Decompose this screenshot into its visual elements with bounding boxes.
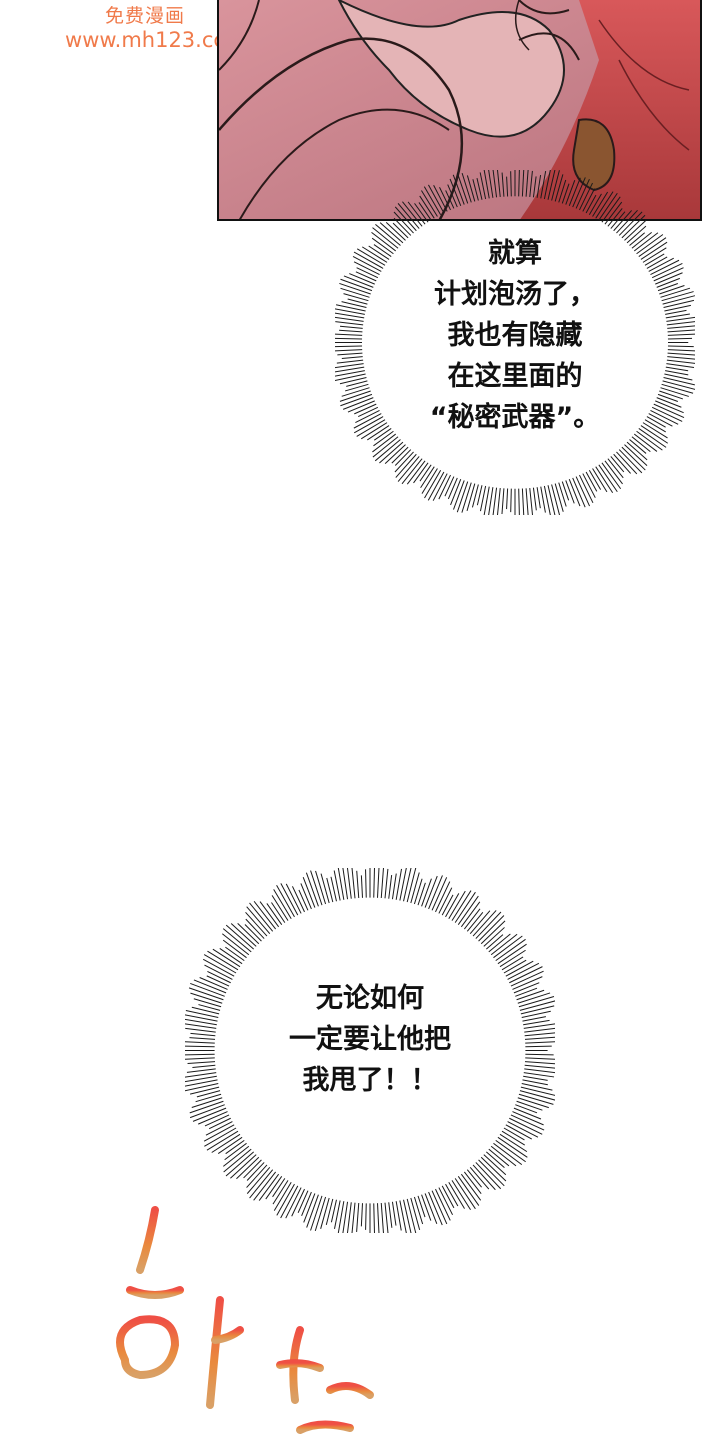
watermark-title: 免费漫画 bbox=[104, 5, 185, 27]
bubble-2-line: 无论如何 bbox=[316, 983, 424, 1014]
speech-bubble-2: 无论如何 一定要让他把 我甩了！！ bbox=[185, 868, 555, 1233]
bubble-1-line: 我也有隐藏 bbox=[447, 320, 583, 351]
panel-artwork bbox=[219, 0, 700, 219]
watermark-url: www.mh123.cc bbox=[65, 27, 225, 52]
bubble-1-line: 计划泡汤了， bbox=[434, 279, 596, 310]
bubble-1-line: 在这里面的 bbox=[447, 361, 583, 392]
speech-bubble-1: 就算 计划泡汤了， 我也有隐藏 在这里面的 “秘密武器”。 bbox=[335, 170, 695, 515]
bubble-1-line: “秘密武器”。 bbox=[429, 402, 601, 433]
bubble-1-text: 就算 计划泡汤了， 我也有隐藏 在这里面的 “秘密武器”。 bbox=[335, 233, 695, 438]
bubble-1-line: 就算 bbox=[488, 238, 542, 269]
bubble-1-burst bbox=[335, 170, 695, 515]
sound-effect-lettering bbox=[116, 1206, 374, 1434]
bubble-2-line: 一定要让他把 bbox=[289, 1024, 451, 1055]
bubble-2-burst bbox=[185, 868, 555, 1233]
comic-panel bbox=[217, 0, 702, 221]
watermark: 免费漫画 www.mh123.cc bbox=[50, 5, 240, 52]
bubble-2-text: 无论如何 一定要让他把 我甩了！！ bbox=[185, 978, 555, 1101]
bubble-2-line: 我甩了！！ bbox=[302, 1065, 438, 1096]
